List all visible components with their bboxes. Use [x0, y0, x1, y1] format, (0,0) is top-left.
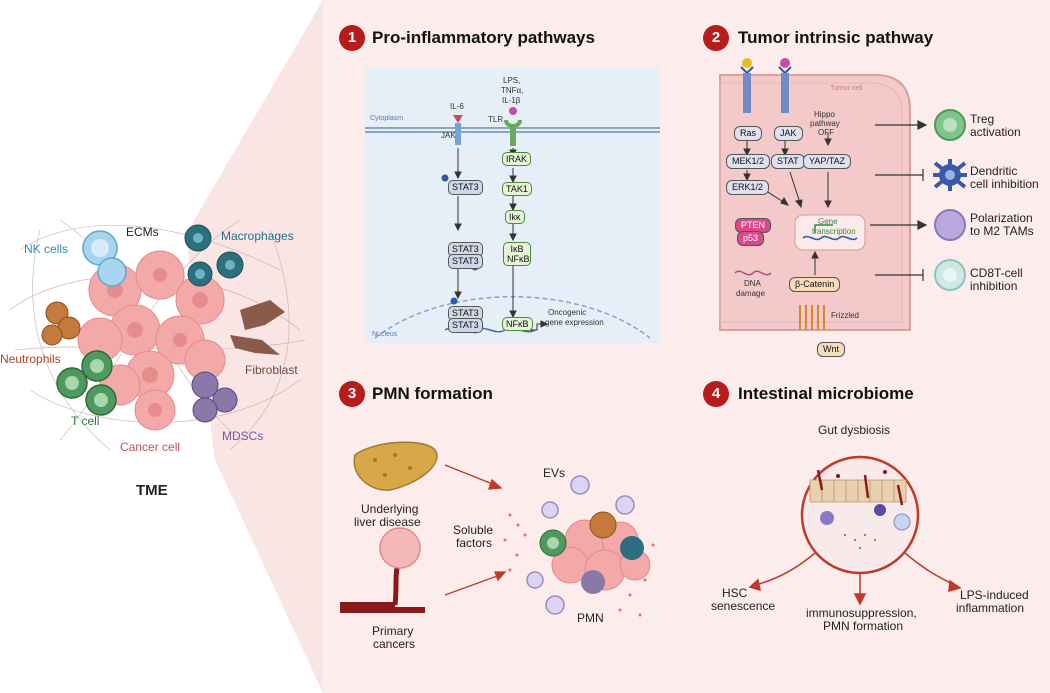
hsc-label-2: senescence [711, 599, 776, 613]
gut-dysbiosis-label: Gut dysbiosis [818, 423, 891, 437]
nfkb-label-1: NFκB [507, 254, 530, 264]
nk-cells-label: NK cells [24, 242, 69, 256]
primary-label-1: Primary [372, 624, 414, 638]
mek-box: MEK1/2 [726, 154, 771, 169]
section-3-title: PMN formation [372, 384, 493, 403]
stat3-box-5: STAT3 [448, 318, 483, 333]
ikb-label: IκB [510, 244, 524, 254]
yap-taz-box: YAP/TAZ [803, 154, 852, 169]
stat3-box-3: STAT3 [448, 254, 483, 269]
gene-label-2: transcription [812, 227, 856, 236]
oncogenic-label-2: gene expression [545, 318, 604, 327]
treg-label-2: activation [970, 125, 1021, 139]
lps-induced-label-1: LPS-induced [960, 588, 1029, 602]
cd8-label-2: inhibition [970, 279, 1018, 293]
cytoplasm-label: Cytoplasm [370, 115, 404, 122]
section-1-title: Pro-inflammatory pathways [372, 28, 595, 47]
lps-label: LPS, [503, 76, 521, 85]
polarization-label-2: to M2 TAMs [970, 224, 1034, 238]
erk-box: ERK1/2 [726, 180, 770, 195]
neutrophils-label: Neutrophils [0, 352, 61, 366]
nucleus-label: Nucleus [372, 331, 398, 338]
tme-title: TME [136, 482, 168, 499]
hippo-label-1: Hippo [814, 110, 835, 119]
primary-label-2: cancers [373, 637, 416, 651]
lps-induced-label-2: inflammation [956, 601, 1025, 615]
section-3-number: 3 [339, 381, 365, 407]
nfkb-nuclear-box: NFκB [502, 317, 533, 331]
hippo-label-3: OFF [818, 128, 834, 137]
tumor-intrinsic-diagram [719, 58, 967, 331]
ecms-label: ECMs [126, 225, 159, 239]
frizzled-label: Frizzled [831, 311, 860, 320]
dna-damage-label-1: DNA [744, 279, 761, 288]
jak-label: JAK [441, 131, 456, 140]
gene-label-1: Gene [818, 217, 838, 226]
liver-label-2: liver disease [354, 515, 421, 529]
irak-box: IRAK [502, 152, 532, 166]
ras-box: Ras [734, 126, 763, 141]
polarization-label-1: Polarization [970, 211, 1033, 225]
fibroblast-label: Fibroblast [245, 363, 298, 377]
t-cell-label: T cell [71, 414, 100, 428]
dendritic-label-2: cell inhibition [970, 177, 1039, 191]
p53-box: p53 [737, 231, 765, 246]
stat-box: STAT [771, 154, 805, 169]
treg-label-1: Treg [970, 112, 995, 126]
wnt-box: Wnt [817, 342, 846, 357]
ikk-box: Ikκ [505, 210, 525, 224]
ikb-nfkb-box: IκB NFκB [503, 242, 531, 266]
beta-catenin-box: β-Catenin [789, 277, 841, 292]
hsc-label-1: HSC [722, 586, 748, 600]
macrophages-label: Macrophages [221, 229, 294, 243]
cd8-label-1: CD8T-cell [970, 266, 1023, 280]
pmn-formation-diagram [340, 441, 655, 617]
section-4-number: 4 [703, 381, 729, 407]
intestinal-microbiome-diagram [748, 455, 962, 606]
dendritic-label-1: Dendritic [970, 164, 1018, 178]
tnf-label: TNFα, [501, 86, 524, 95]
tme-illustration [9, 219, 306, 451]
hippo-label-2: pathway [810, 119, 840, 128]
section-1-number: 1 [339, 25, 365, 51]
il6-label: IL-6 [450, 102, 464, 111]
section-4-title: Intestinal microbiome [738, 384, 914, 403]
il1b-label: IL-1β [502, 96, 521, 105]
dna-damage-label-2: damage [736, 289, 765, 298]
tak1-box: TAK1 [502, 182, 532, 196]
tlr-label: TLR [488, 115, 504, 124]
pro-inflammatory-diagram [365, 68, 660, 343]
immuno-label-1: immunosuppression, [806, 606, 917, 620]
stat3-box-2: STAT3 [448, 242, 483, 257]
section-2-title: Tumor intrinsic pathway [738, 28, 934, 47]
liver-label-1: Underlying [361, 502, 419, 516]
immuno-label-2: PMN formation [823, 619, 904, 633]
soluble-label-1: Soluble [453, 523, 494, 537]
mdscs-label: MDSCs [222, 429, 264, 443]
soluble-label-2: factors [456, 536, 493, 550]
jak-box: JAK [774, 126, 803, 141]
evs-label: EVs [543, 466, 566, 480]
oncogenic-label-1: Oncogenic [548, 308, 587, 317]
cancer-cell-label: Cancer cell [120, 440, 181, 454]
stat3-box-1: STAT3 [448, 180, 483, 195]
tumor-cell-label: Tumor cell [830, 85, 863, 92]
section-2-number: 2 [703, 25, 729, 51]
pmn-label: PMN [577, 611, 604, 625]
